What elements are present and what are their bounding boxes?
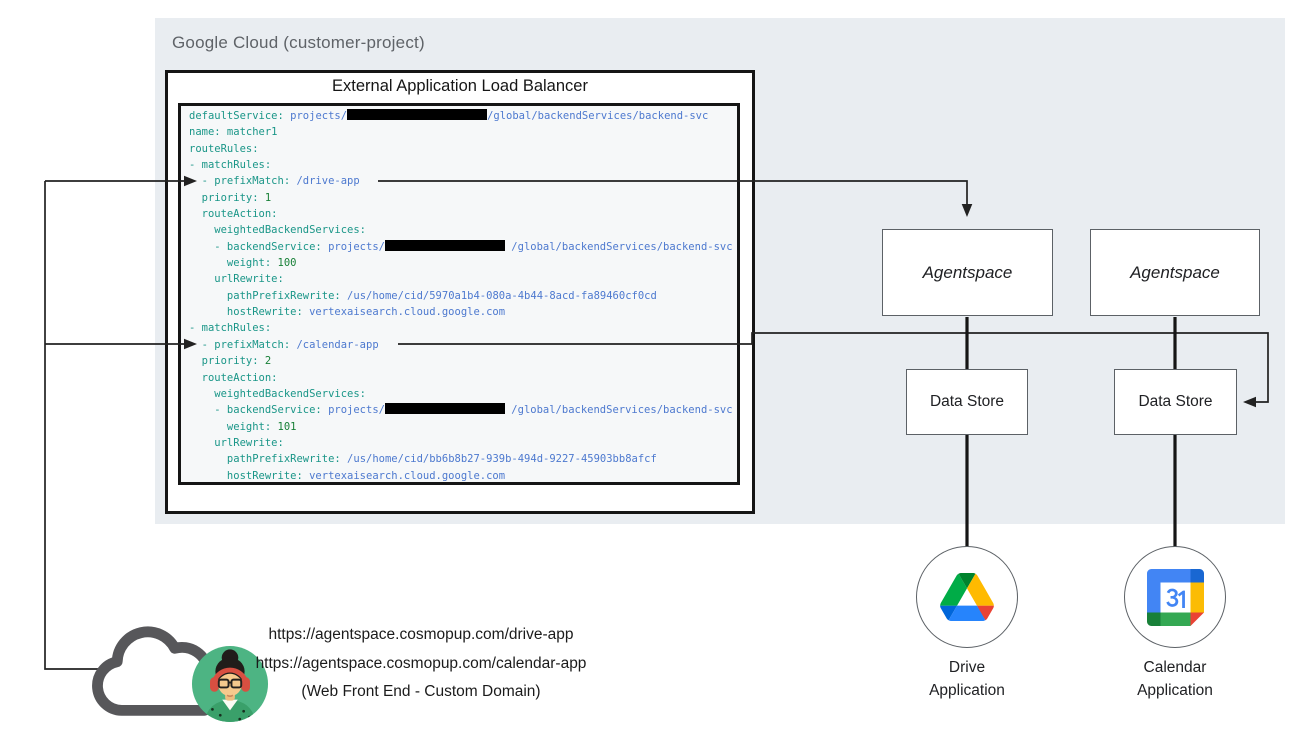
drive-app-label-line2: Application — [929, 681, 1005, 699]
drive-app-node — [916, 546, 1018, 648]
calendar-app-label-line2: Application — [1137, 681, 1213, 699]
drive-app-label: Drive Application — [912, 657, 1022, 702]
agentspace-node-1: Agentspace — [882, 229, 1053, 316]
agentspace-node-2: Agentspace — [1090, 229, 1260, 316]
frontend-url-drive: https://agentspace.cosmopup.com/drive-ap… — [268, 626, 574, 643]
google-cloud-label: Google Cloud (customer-project) — [172, 33, 425, 52]
url-map-code-block: defaultService: projects//global/backend… — [178, 103, 740, 485]
google-drive-icon — [940, 573, 994, 621]
user-avatar — [191, 645, 269, 728]
line-user-trunk — [44, 181, 104, 670]
calendar-app-label: Calendar Application — [1120, 657, 1230, 702]
google-calendar-icon — [1146, 568, 1204, 626]
drive-app-label-line1: Drive — [948, 659, 986, 676]
calendar-app-node — [1124, 546, 1226, 648]
calendar-app-label-line1: Calendar — [1143, 659, 1207, 676]
frontend-url-calendar: https://agentspace.cosmopup.com/calendar… — [255, 654, 587, 672]
load-balancer-title: External Application Load Balancer — [332, 77, 588, 95]
datastore-node-2: Data Store — [1114, 369, 1237, 435]
frontend-urls: https://agentspace.cosmopup.com/drive-ap… — [253, 621, 589, 707]
datastore-node-1: Data Store — [906, 369, 1028, 435]
frontend-caption: (Web Front End - Custom Domain) — [301, 683, 541, 700]
